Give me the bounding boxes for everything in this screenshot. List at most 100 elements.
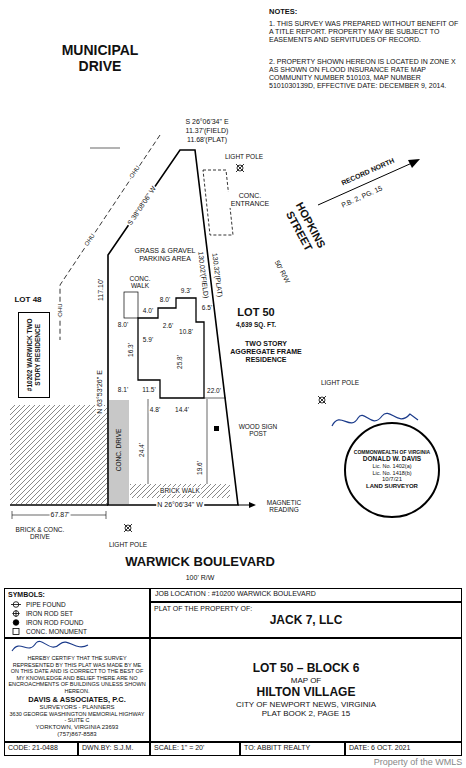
dimension-label: 24.4' — [138, 442, 145, 458]
bearing-label: S 38°08'06" W — [125, 184, 158, 228]
callout-label: P.B. 2, PG. 15 — [339, 184, 384, 210]
surveyor-signature — [332, 413, 418, 426]
magnetic-arrow — [238, 502, 256, 508]
lot-label: LOT 48 — [13, 295, 42, 304]
dimension-label: 9.3' — [180, 287, 192, 294]
dimension-label: 11.5' — [141, 386, 156, 393]
callout-label: CONC. ENTRANCE — [227, 192, 274, 208]
box-text: CITY OF NEWPORT NEWS, VIRGINIA — [154, 700, 458, 710]
dimension-label: 117.10' — [97, 278, 105, 302]
box-text: Lic. No. 1418(b) — [351, 470, 433, 477]
info-cell: SCALE: 1" = 20' — [150, 742, 240, 756]
callout-label: BRICK WALK — [159, 487, 201, 494]
dimension-label: 2.6' — [162, 322, 174, 329]
box-heading: HEREBY CERTIFY THAT THE SURVEY REPRESENT… — [8, 655, 146, 695]
dimension-label: 14.4' — [174, 406, 190, 413]
box-heading: DWN.BY: S.J.M. — [82, 744, 146, 752]
owner-box: PLAT OF THE PROPERTY OF:JACK 7, LLC — [150, 602, 462, 638]
box-text: (757)867-8583 — [8, 731, 146, 738]
info-cell: TO: ABBITT REALTY — [240, 742, 345, 756]
box-text: 3630 GEORGE WASHINGTON MEMORIAL HIGHWAY … — [8, 711, 146, 724]
box-heading: TO: ABBITT REALTY — [244, 744, 341, 752]
box-heading: CODE: 21-0488 — [8, 744, 74, 752]
callout-label: LIGHT POLE — [108, 541, 148, 548]
lot-label: 4,639 SQ. FT. — [235, 321, 277, 328]
dimension-label: 22.0' — [206, 387, 222, 394]
street-name: HOPKINS STREET — [279, 194, 331, 262]
overhead-utility-line — [60, 135, 160, 340]
legend-entry: IRON ROD FOUND — [26, 619, 83, 627]
callout-label: CONC. WALK — [122, 275, 159, 290]
box-heading: PLAT OF THE PROPERTY OF: — [154, 605, 458, 613]
box-text: JACK 7, LLC — [154, 613, 458, 627]
concrete-walk — [124, 292, 138, 318]
dimension-label: 11.37'(FIELD) — [185, 127, 230, 135]
box-text: PLAT BOOK 2, PAGE 15 — [154, 709, 458, 719]
box-text: DONALD W. DAVIS — [351, 455, 433, 463]
dimension-label: 67.87' — [50, 511, 71, 519]
residence-outline — [138, 298, 204, 398]
box-text: YORKTOWN, VIRGINIA 23693 — [8, 724, 146, 731]
dimension-label: 8.0' — [117, 321, 129, 328]
dimension-label: 5.9' — [142, 336, 154, 343]
callout-label: TWO STORY AGGREGATE FRAME RESIDENCE — [229, 340, 303, 364]
utility-label: OHU — [83, 232, 97, 249]
dimension-label: 11.68'(PLAT) — [186, 136, 228, 144]
certification-box: HEREBY CERTIFY THAT THE SURVEY REPRESENT… — [4, 638, 150, 742]
dimension-label: 4.8' — [149, 406, 161, 413]
dimension-label: 6.5' — [201, 304, 213, 311]
dimension-label: 16.3' — [127, 342, 134, 358]
callout-label: LIGHT POLE — [224, 153, 264, 160]
lot-label: LOT 50 — [236, 306, 275, 319]
dimension-label: 10.8' — [178, 328, 194, 335]
job-location-cell: JOB LOCATION : #10200 WARWICK BOULEVARD — [150, 588, 462, 602]
box-text: 10/7/21 — [351, 476, 433, 483]
box-text: SURVEYORS - PLANNERS — [8, 704, 146, 711]
box-text: LAND SURVEYOR — [351, 483, 433, 490]
box-text: DAVIS & ASSOCIATES, P.C. — [8, 695, 146, 704]
dimension-label: 25.8' — [176, 354, 183, 370]
box-text: MAP OF — [154, 676, 458, 686]
bearing-label: N 63°53'26" E — [96, 369, 104, 415]
legend-entry: IRON ROD SET — [26, 610, 73, 618]
bearing-label: N 26°06'34" W — [156, 501, 204, 509]
survey-note: 2. PROPERTY SHOWN HEREON IS LOCATED IN Z… — [268, 58, 462, 90]
concrete-drive — [109, 400, 129, 504]
street-name: MUNICIPAL DRIVE — [49, 42, 151, 74]
dimension-label: 4.0' — [142, 307, 154, 314]
lot-boundary — [108, 150, 238, 505]
callout-label: MAGNETIC READING — [258, 499, 310, 514]
box-text: Lic. No. 1402(a) — [351, 463, 433, 470]
callout-label: CONC. DRIVE — [115, 428, 122, 473]
box-heading: JOB LOCATION : #10200 WARWICK BOULEVARD — [155, 590, 457, 598]
street-name: WARWICK BOULEVARD — [124, 555, 276, 570]
street-name: 50' R/W — [272, 258, 292, 285]
dimension-label: 8.0' — [159, 296, 171, 303]
callout-label: WOOD SIGN POST — [235, 423, 282, 438]
box-heading: COMMONWEALTH OF VIRGINIA — [351, 449, 433, 455]
brick-walk — [130, 484, 230, 498]
dimension-label: 8.1' — [117, 386, 129, 393]
surveyor-seal: COMMONWEALTH OF VIRGINIADONALD W. DAVISL… — [344, 422, 440, 518]
box-text: HILTON VILLAGE — [154, 685, 458, 699]
info-cell: DATE: 6 OCT. 2021 — [345, 742, 462, 756]
box-heading: SCALE: 1" = 20' — [154, 744, 236, 752]
callout-label: GRASS & GRAVEL PARKING AREA — [133, 247, 197, 263]
building-box: #10202 WARWICK TWO STORY RESIDENCE — [18, 312, 50, 398]
callout-label: LIGHT POLE — [320, 379, 360, 386]
bearing-label: S 26°06'34" E — [184, 118, 229, 126]
box-heading: SYMBOLS: — [8, 591, 146, 599]
utility-label: OHU — [128, 164, 142, 181]
info-cell: CODE: 21-0488 — [4, 742, 78, 756]
brick-drive — [10, 405, 107, 504]
dimension-label: 19.6' — [196, 460, 203, 476]
callout-label: BRICK & CONC. DRIVE — [12, 526, 69, 541]
box-heading: LOT 50 – BLOCK 6 — [154, 661, 458, 675]
certifier-signature — [12, 641, 88, 651]
watermark: Property of the WMLS — [373, 757, 464, 767]
survey-note: 1. THIS SURVEY WAS PREPARED WITHOUT BENE… — [268, 20, 462, 44]
street-name: 100' R/W — [185, 574, 216, 582]
box-heading: DATE: 6 OCT. 2021 — [349, 744, 458, 752]
title-box: LOT 50 – BLOCK 6MAP OFHILTON VILLAGECITY… — [150, 638, 462, 742]
